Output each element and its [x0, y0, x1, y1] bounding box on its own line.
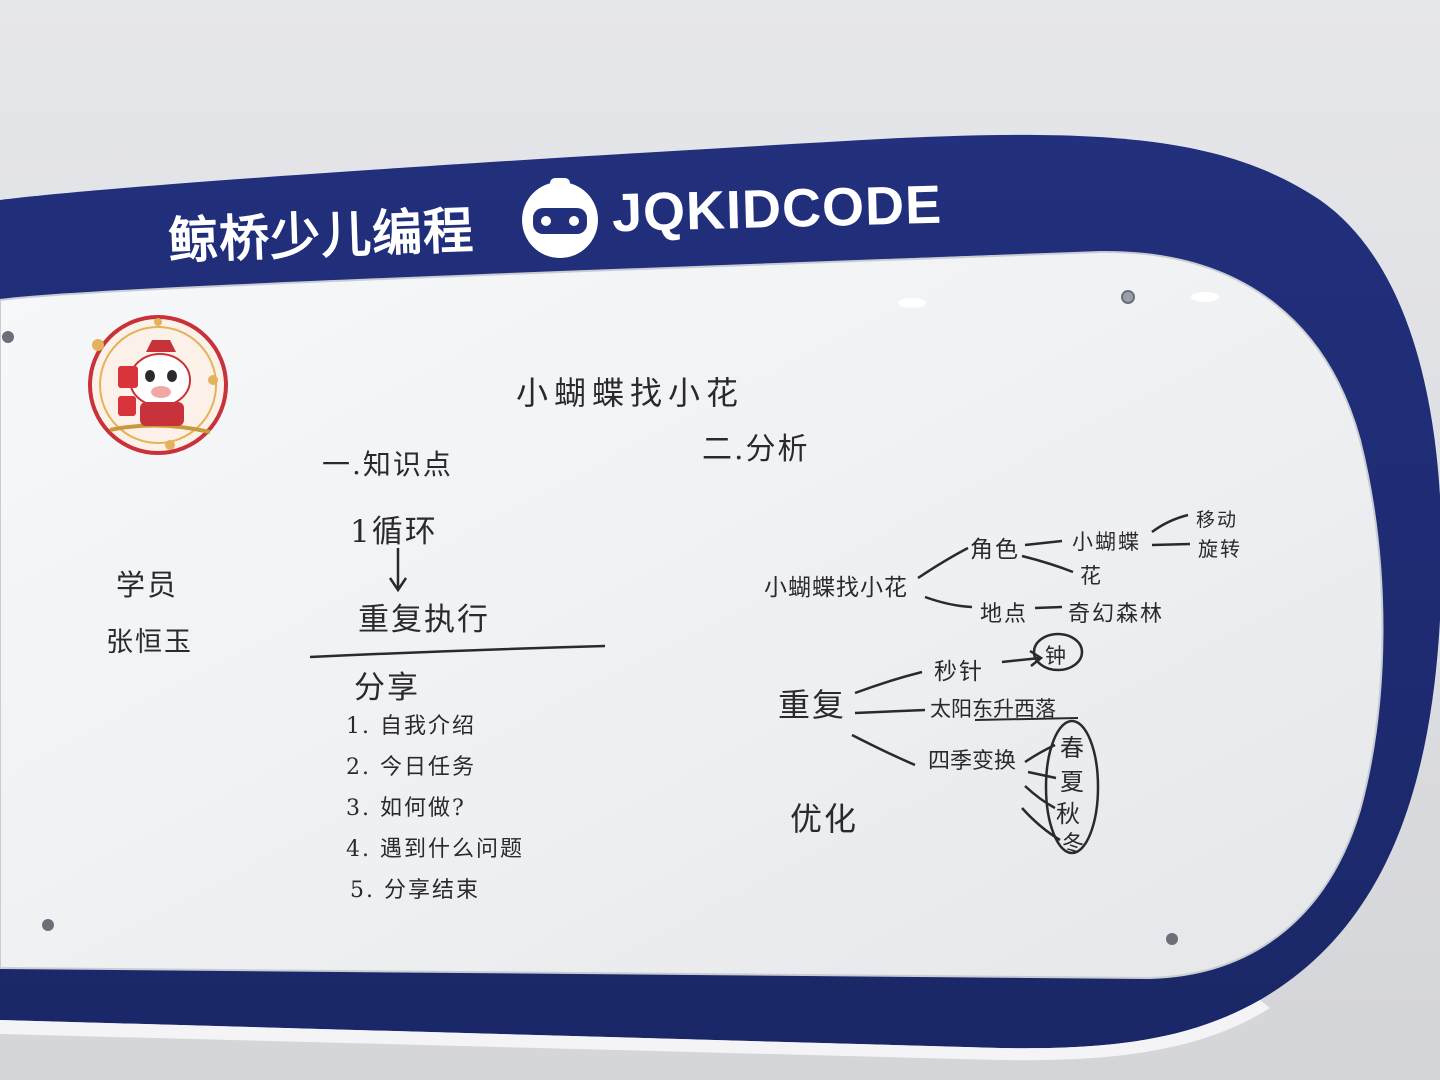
mindmap-forest: 奇幻森林 — [1068, 602, 1165, 627]
repeat-sun: 太阳东升西落 — [930, 697, 1056, 721]
mindmap-flower: 花 — [1080, 564, 1103, 588]
season-winter: 冬 — [1062, 832, 1087, 857]
repeat-clock: 钟 — [1045, 644, 1068, 668]
share-item: 2. 今日任务 — [346, 755, 476, 780]
share-item: 1. 自我介绍 — [346, 714, 476, 739]
arrow-down-icon — [388, 548, 408, 593]
screw-icon — [2, 331, 14, 343]
robot-logo-icon — [522, 178, 598, 258]
student-label: 学员 — [116, 568, 179, 602]
brand-chinese-name: 鲸桥少儿编程 — [167, 202, 476, 270]
branch-line — [854, 670, 923, 695]
mindmap-rotate: 旋转 — [1198, 537, 1242, 561]
seasons-circle — [1044, 719, 1100, 855]
branch-line — [854, 708, 926, 715]
branch-line — [1021, 554, 1074, 574]
section-analysis-heading: 二.分析 — [702, 432, 810, 467]
brand-english-name: JQKIDCODE — [611, 174, 943, 244]
mindmap-butterfly: 小蝴蝶 — [1072, 530, 1141, 554]
season-spring: 春 — [1060, 734, 1086, 762]
branch-line — [1034, 605, 1063, 610]
light-reflection — [898, 298, 926, 308]
branch-line — [1151, 513, 1189, 534]
screw-icon — [1166, 933, 1178, 945]
optimize-heading: 优化 — [790, 800, 859, 838]
season-autumn: 秋 — [1056, 800, 1082, 828]
screw-icon — [42, 919, 54, 931]
light-reflection-2 — [1191, 292, 1219, 302]
branch-line — [917, 546, 969, 580]
repeat-root: 重复 — [778, 686, 847, 724]
board-title: 小蝴蝶找小花 — [516, 374, 745, 412]
mindmap-role: 角色 — [970, 537, 1020, 563]
section-knowledge-heading: 一.知识点 — [322, 448, 453, 481]
branch-line — [924, 595, 973, 609]
repeat-second-hand: 秒针 — [934, 659, 984, 685]
share-item: 4. 遇到什么问题 — [346, 837, 524, 862]
mindmap-root: 小蝴蝶找小花 — [764, 575, 908, 601]
clock-circle — [1032, 632, 1084, 672]
mindmap-move: 移动 — [1196, 509, 1239, 531]
screw-icon — [1121, 290, 1135, 304]
branch-line — [1027, 770, 1057, 780]
ox-mascot-sticker-icon — [88, 315, 228, 455]
share-list: 1. 自我介绍 2. 今日任务 3. 如何做? 4. 遇到什么问题 5. 分享结… — [346, 708, 524, 913]
repeat-seasons: 四季变换 — [928, 749, 1017, 774]
branch-line — [1024, 785, 1056, 810]
knowledge-item-loop: 1循环 — [350, 514, 438, 550]
mindmap-place: 地点 — [980, 602, 1029, 627]
share-heading: 分享 — [354, 670, 420, 706]
branch-line — [1024, 539, 1063, 547]
frame-edge — [0, 1000, 1270, 1061]
knowledge-result-repeat: 重复执行 — [358, 602, 490, 638]
season-summer: 夏 — [1060, 768, 1086, 796]
student-name: 张恒玉 — [106, 627, 193, 658]
divider-line — [309, 644, 606, 659]
underline — [974, 717, 1079, 721]
branch-line — [851, 733, 916, 767]
share-item: 3. 如何做? — [346, 796, 466, 821]
branch-line — [1151, 542, 1191, 547]
share-item: 5. 分享结束 — [350, 878, 480, 903]
